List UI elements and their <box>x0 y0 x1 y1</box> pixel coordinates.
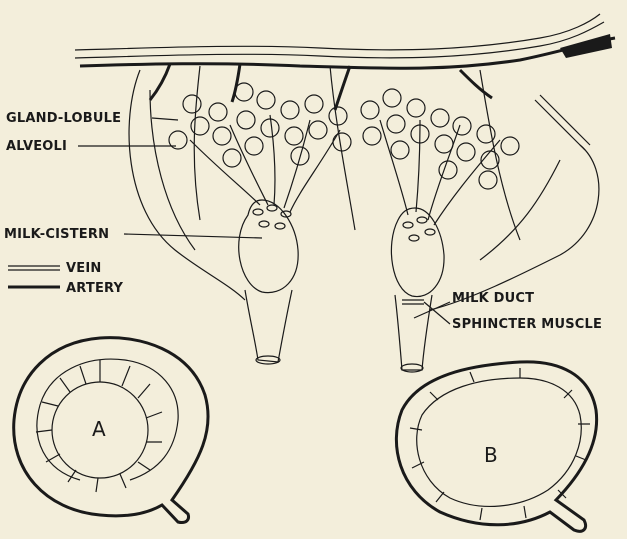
alveoli-cluster-left <box>169 83 351 167</box>
alveoli-cluster-right <box>361 89 519 189</box>
alveolus-a <box>14 338 208 523</box>
milk-duct-label: MILK DUCT <box>452 291 534 306</box>
figure-a-label: A <box>92 417 106 441</box>
gland-lobule-label: GLAND-LOBULE <box>6 111 121 126</box>
milk-cistern-label: MILK-CISTERN <box>4 227 109 242</box>
milk-cistern-leader <box>124 234 262 238</box>
alveolus-b-cells <box>410 368 590 520</box>
gland-lobule-leader <box>152 118 178 120</box>
vein-label: VEIN <box>66 261 101 276</box>
sphincter-muscle-label: SPHINCTER MUSCLE <box>452 317 602 332</box>
figure-b-label: B <box>484 443 498 467</box>
artery-label: ARTERY <box>66 281 124 296</box>
legend <box>8 266 60 287</box>
cistern-openings <box>253 205 435 241</box>
alveoli-label: ALVEOLI <box>6 139 67 154</box>
